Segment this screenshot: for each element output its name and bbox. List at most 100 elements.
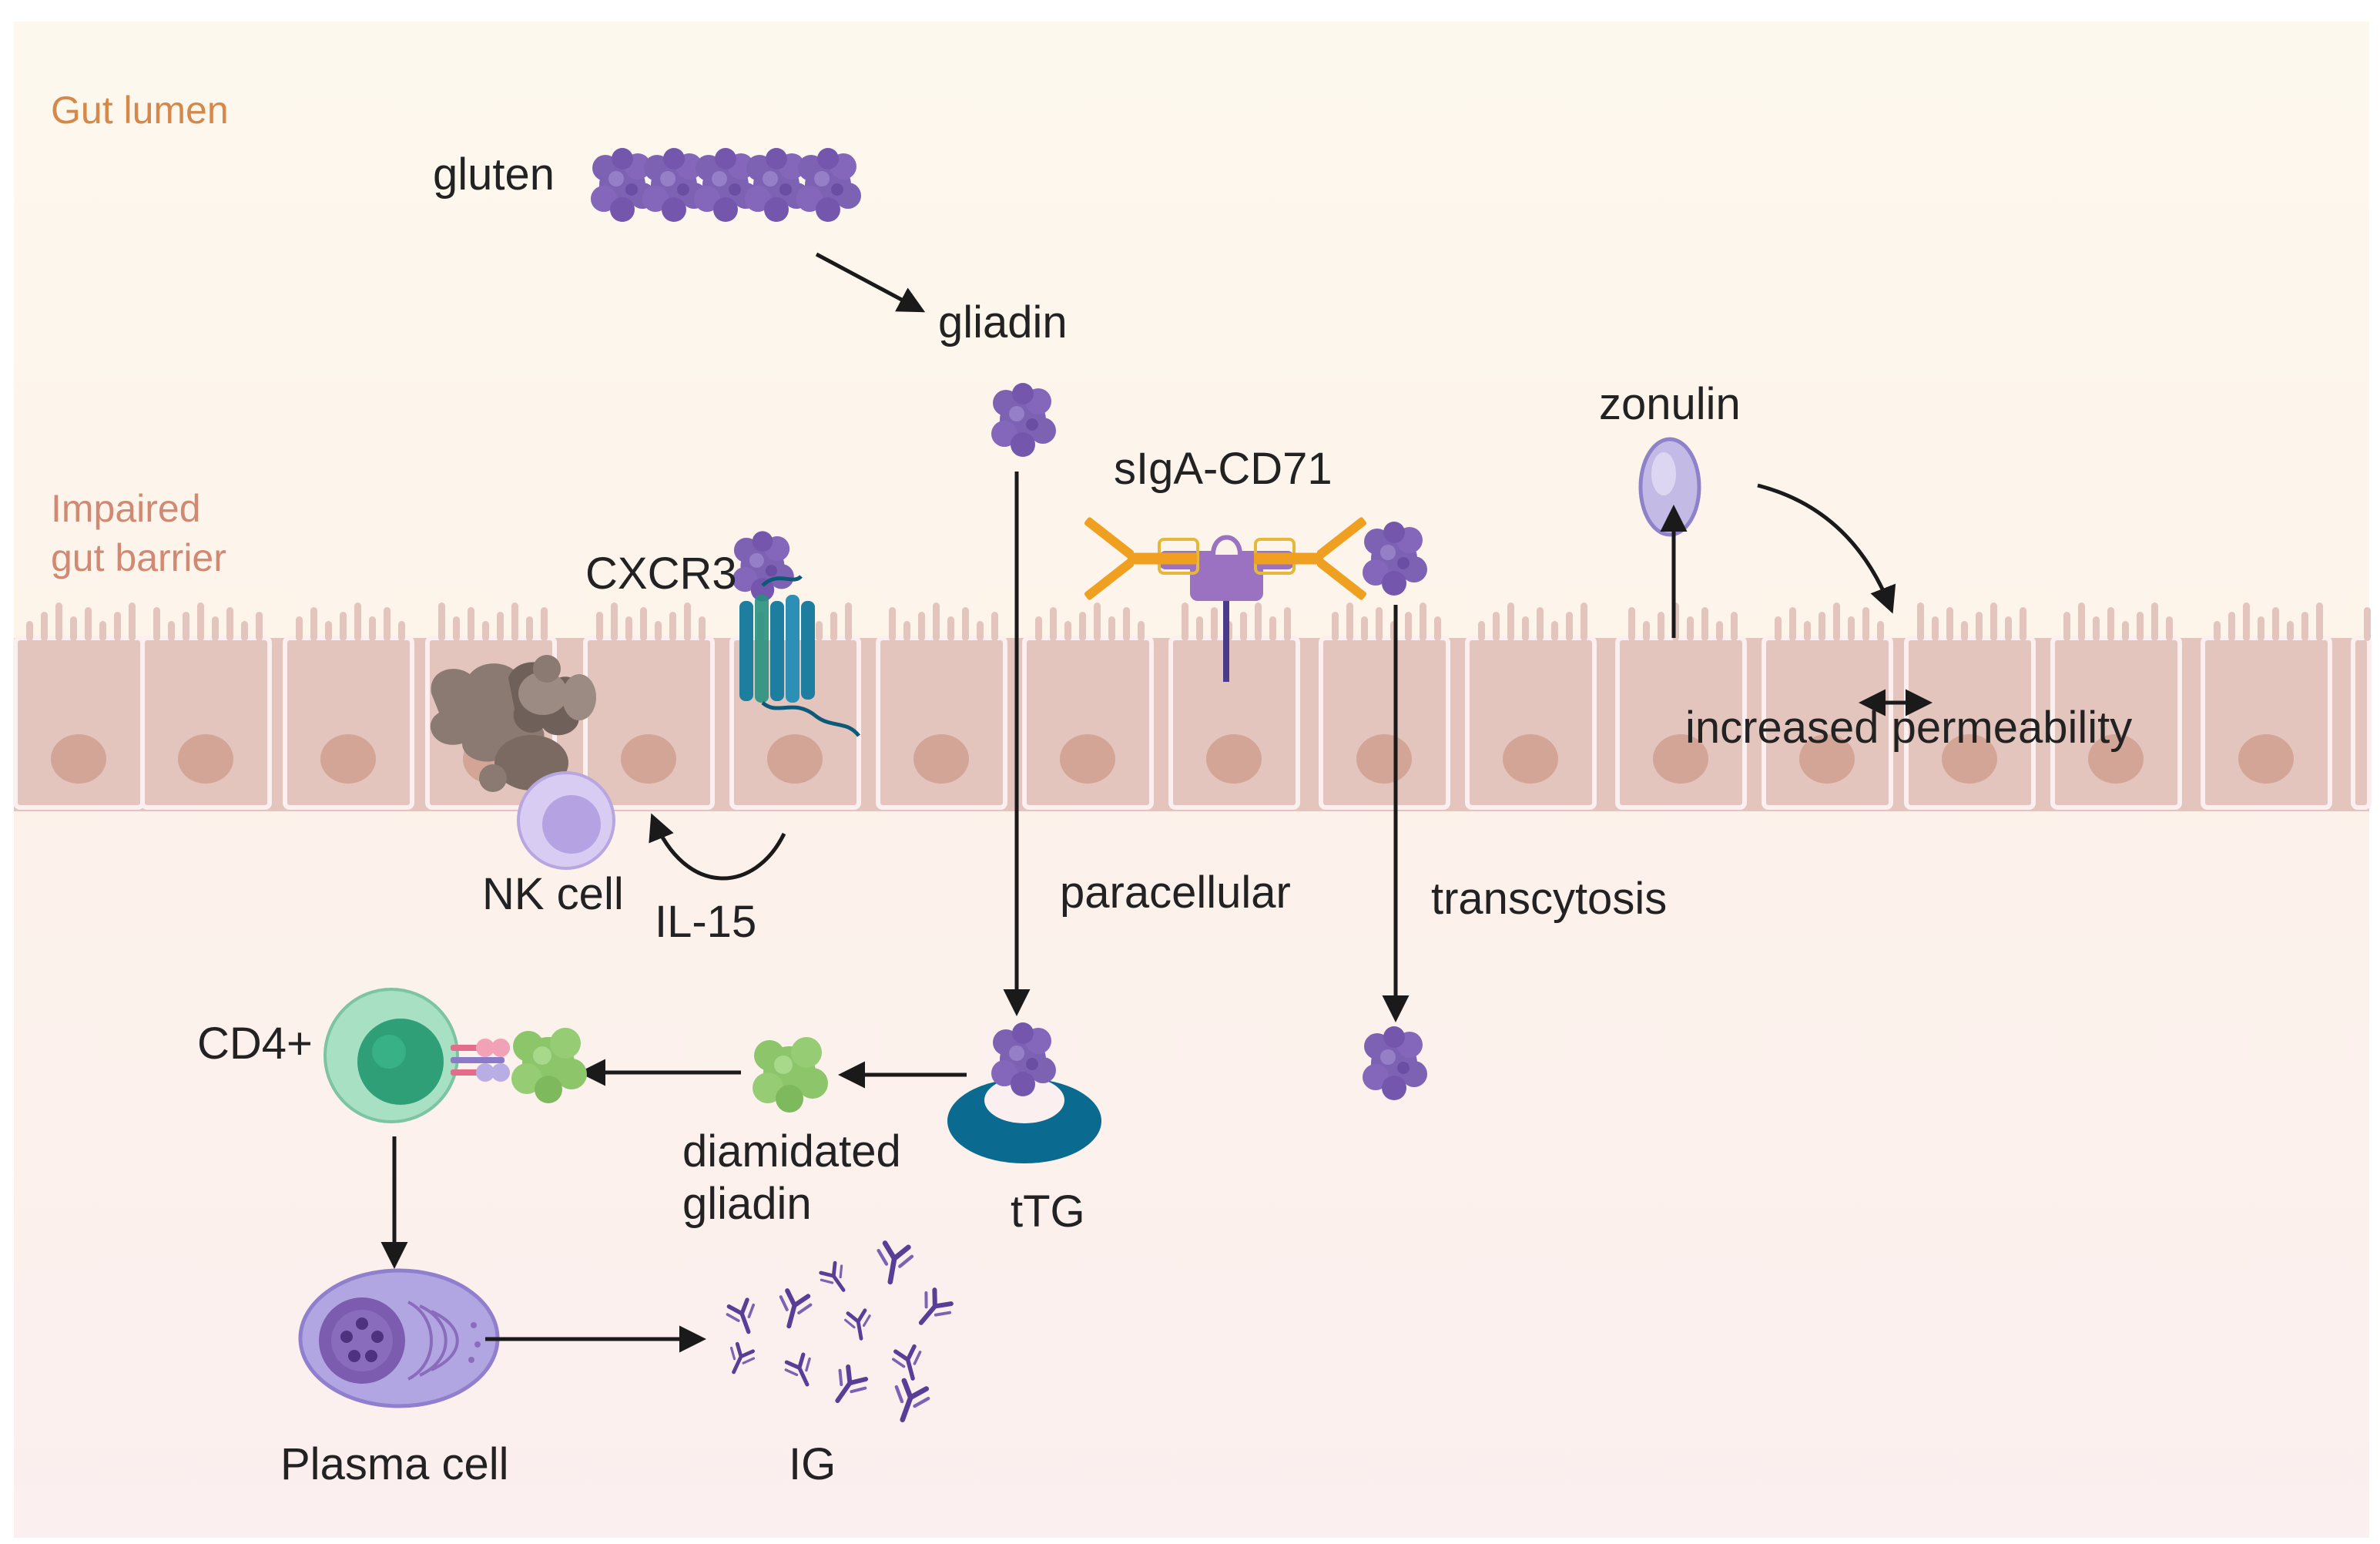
microvillus: [699, 616, 706, 641]
microvillus: [2107, 607, 2114, 641]
microvillus: [482, 621, 489, 641]
microvillus: [1658, 612, 1664, 641]
cell-nucleus: [2238, 734, 2294, 784]
microvillus: [1182, 602, 1188, 641]
microvillus: [1332, 612, 1339, 641]
microvillus: [497, 612, 504, 641]
microvillus: [1123, 607, 1130, 641]
microvillus: [1376, 607, 1383, 641]
cell-nucleus: [1503, 734, 1558, 784]
microvillus: [1932, 616, 1939, 641]
epithelial-cell: [1022, 636, 1154, 810]
microvillus: [153, 607, 160, 641]
microvillus: [2272, 607, 2279, 641]
microvillus: [1346, 602, 1353, 641]
microvillus: [2228, 612, 2235, 641]
epithelial-cell: [140, 636, 272, 810]
microvillus: [2005, 616, 2012, 641]
microvillus: [114, 612, 121, 641]
zonulin-highlight: [1651, 452, 1676, 495]
cd4-t-cell: [323, 988, 510, 1123]
microvillus: [226, 607, 233, 641]
cell-nucleus: [767, 734, 823, 784]
epithelial-cell: [1319, 636, 1450, 810]
microvillus: [1050, 607, 1057, 641]
epithelial-cell: [876, 636, 1007, 810]
epithelial-cell: [2050, 636, 2182, 810]
il15-label: IL-15: [655, 897, 757, 947]
microvillus: [212, 616, 219, 641]
microvillus: [354, 602, 361, 641]
microvillus: [611, 602, 618, 641]
microvillus: [296, 616, 303, 641]
microvillus: [197, 602, 204, 641]
microvillus: [2316, 602, 2323, 641]
impaired-barrier-label-line1: Impaired: [51, 487, 201, 530]
cell-nucleus: [51, 734, 106, 784]
microvillus: [1269, 616, 1276, 641]
cell-nucleus: [1060, 734, 1115, 784]
microvillus: [2137, 612, 2144, 641]
microvillus: [962, 607, 969, 641]
microvillus: [1108, 616, 1115, 641]
cell-nucleus: [621, 734, 676, 784]
gluten-to-gliadin-arrow: [815, 252, 926, 313]
zonulin-effect-arrow: [1757, 483, 1896, 614]
gut-lumen-label: Gut lumen: [51, 89, 229, 132]
ig-label: IG: [789, 1439, 836, 1489]
epithelial-cell: [1904, 636, 2036, 810]
microvillus: [55, 602, 62, 641]
microvillus: [2287, 621, 2294, 641]
microvillus: [1775, 616, 1782, 641]
microvillus: [1035, 616, 1042, 641]
cell-nucleus: [1206, 734, 1262, 784]
microvillus: [1551, 621, 1558, 641]
microvillus: [1240, 612, 1247, 641]
microvillus: [640, 607, 647, 641]
microvillus: [2020, 607, 2026, 641]
microvillus: [1961, 621, 1968, 641]
microvillus: [1877, 621, 1884, 641]
microvillus: [541, 607, 548, 641]
microvillus: [325, 621, 332, 641]
microvillus: [256, 612, 263, 641]
microvillus: [1420, 602, 1426, 641]
microvillus: [933, 602, 940, 641]
microvillus: [2166, 616, 2173, 641]
microvillus: [918, 612, 925, 641]
microvillus: [1138, 621, 1145, 641]
microvillus: [1566, 612, 1573, 641]
microvillus: [1094, 602, 1101, 641]
epithelial-cell: [583, 636, 715, 810]
microvillus: [2364, 607, 2371, 641]
microvillus: [889, 607, 896, 641]
plasma-cell: [298, 1268, 500, 1408]
microvillus: [1687, 616, 1694, 641]
microvillus: [991, 612, 998, 641]
microvillus: [26, 621, 33, 641]
microvillus: [129, 602, 136, 641]
microvillus: [1990, 602, 1997, 641]
diamidated-label-line2: gliadin: [682, 1179, 812, 1229]
microvillus: [1196, 616, 1203, 641]
microvillus: [1405, 612, 1412, 641]
microvillus: [2301, 612, 2308, 641]
cell-nucleus: [2088, 734, 2144, 784]
microvillus: [816, 621, 823, 641]
ttg-enzyme: [947, 1077, 1101, 1163]
microvillus: [1862, 607, 1869, 641]
microvillus: [625, 616, 632, 641]
gluten-chain: [591, 148, 861, 222]
cell-nucleus: [320, 734, 376, 784]
epithelial-cell: [2351, 636, 2372, 810]
microvillus: [1522, 616, 1529, 641]
microvillus: [2151, 602, 2158, 641]
microvillus: [168, 621, 175, 641]
microvillus: [947, 616, 954, 641]
microvillus: [241, 621, 248, 641]
microvillus: [1716, 621, 1723, 641]
microvillus: [2063, 612, 2070, 641]
microvillus: [669, 612, 676, 641]
epithelial-cell: [1615, 636, 1747, 810]
microvillus: [310, 607, 317, 641]
